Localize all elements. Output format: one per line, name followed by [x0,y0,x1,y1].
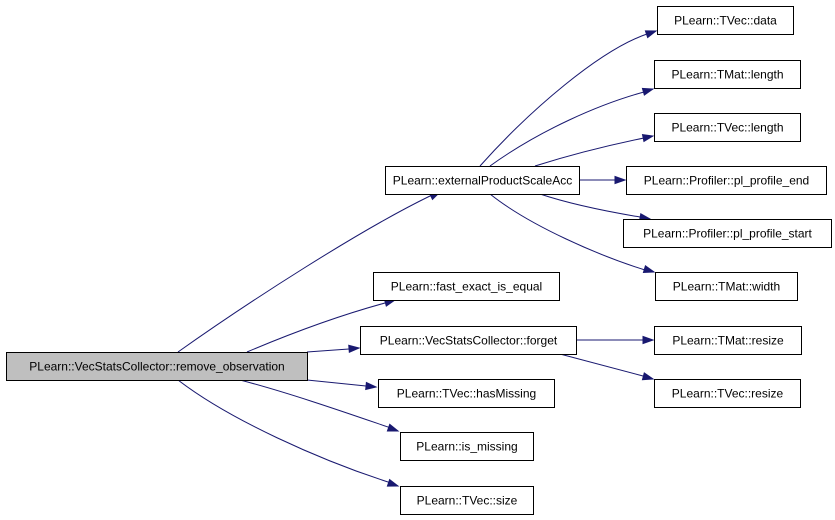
node-label: PLearn::is_missing [416,440,517,454]
node-pl_profile_start[interactable]: PLearn::Profiler::pl_profile_start [623,219,832,248]
node-label: PLearn::TMat::length [671,68,783,82]
edge-line [177,195,431,353]
node-box[interactable] [626,166,827,195]
edge-line-end [387,481,399,487]
edge-line [489,193,646,271]
edge-externalProductScaleAcc-to-tmat_length [489,87,655,167]
node-box[interactable] [400,432,534,461]
node-box[interactable] [400,486,534,515]
edge-line [489,91,645,167]
node-externalProductScaleAcc[interactable]: PLearn::externalProductScaleAcc [385,166,580,195]
nodes-layer: PLearn::VecStatsCollector::remove_observ… [6,6,832,515]
edge-remove_observation-to-tvec_size [177,379,400,487]
edge-line [479,33,648,167]
node-label: PLearn::VecStatsCollector::forget [380,334,558,348]
edge-line-end [644,269,655,273]
node-label: PLearn::externalProductScaleAcc [393,174,572,188]
node-label: PLearn::TMat::width [673,280,780,294]
edge-line-end [643,135,654,139]
edge-line-end [646,30,657,35]
node-label: PLearn::VecStatsCollector::remove_observ… [29,360,284,374]
node-tvec_size[interactable]: PLearn::TVec::size [400,486,534,515]
node-label: PLearn::TVec::hasMissing [397,387,536,401]
edge-line-end [639,216,651,220]
edge-externalProductScaleAcc-to-tmat_width [489,193,656,274]
node-tvec_resize[interactable]: PLearn::TVec::resize [654,379,801,408]
edges-layer [177,30,658,487]
node-tvec_data[interactable]: PLearn::TVec::data [657,6,794,35]
arrowhead-icon [642,264,656,274]
node-label: PLearn::fast_exact_is_equal [391,280,542,294]
node-box[interactable] [654,60,801,89]
node-box[interactable] [360,326,577,355]
edge-line [177,379,389,483]
node-label: PLearn::TVec::size [417,494,518,508]
node-remove_observation[interactable]: PLearn::VecStatsCollector::remove_observ… [6,352,308,381]
edge-line [534,137,645,167]
edge-forget-to-tmat_resize [576,335,655,345]
node-label: PLearn::TVec::length [671,121,783,135]
edge-line [306,348,350,353]
edge-forget-to-tvec_resize [559,353,655,381]
edge-externalProductScaleAcc-to-pl_profile_start [539,193,652,222]
node-box[interactable] [6,352,308,381]
node-box[interactable] [654,326,802,355]
edge-line [239,379,389,428]
node-box[interactable] [623,219,832,248]
edge-remove_observation-to-hasMissing [306,379,378,391]
node-hasMissing[interactable]: PLearn::TVec::hasMissing [378,379,555,408]
node-box[interactable] [655,272,798,301]
node-label: PLearn::Profiler::pl_profile_start [643,227,812,241]
node-box[interactable] [654,379,801,408]
node-tmat_length[interactable]: PLearn::TMat::length [654,60,801,89]
edge-externalProductScaleAcc-to-tvec_data [479,30,658,167]
edge-externalProductScaleAcc-to-pl_profile_end [579,175,627,185]
edge-line-end [387,426,399,432]
edge-remove_observation-to-is_missing [239,379,400,432]
node-box[interactable] [385,166,580,195]
node-pl_profile_end[interactable]: PLearn::Profiler::pl_profile_end [626,166,827,195]
edge-line-end [365,385,377,388]
edge-line-end [642,375,654,380]
edge-line-end [348,347,360,350]
node-box[interactable] [657,6,794,35]
node-label: PLearn::TMat::resize [672,334,784,348]
edge-line [306,379,367,387]
node-box[interactable] [654,113,801,142]
node-label: PLearn::TVec::resize [672,387,784,401]
node-label: PLearn::Profiler::pl_profile_end [644,174,809,188]
edge-line-end [643,88,654,93]
edge-line [539,193,641,218]
node-tmat_resize[interactable]: PLearn::TMat::resize [654,326,802,355]
edge-remove_observation-to-forget [306,344,361,354]
node-box[interactable] [378,379,555,408]
node-fast_exact_is_equal[interactable]: PLearn::fast_exact_is_equal [373,272,560,301]
node-box[interactable] [373,272,560,301]
edge-line [246,302,386,353]
edge-line [559,353,644,377]
node-tvec_length[interactable]: PLearn::TVec::length [654,113,801,142]
node-forget[interactable]: PLearn::VecStatsCollector::forget [360,326,577,355]
node-tmat_width[interactable]: PLearn::TMat::width [655,272,798,301]
node-is_missing[interactable]: PLearn::is_missing [400,432,534,461]
node-label: PLearn::TVec::data [674,14,777,28]
edge-externalProductScaleAcc-to-tvec_length [534,134,655,167]
arrowhead-icon [644,30,658,39]
